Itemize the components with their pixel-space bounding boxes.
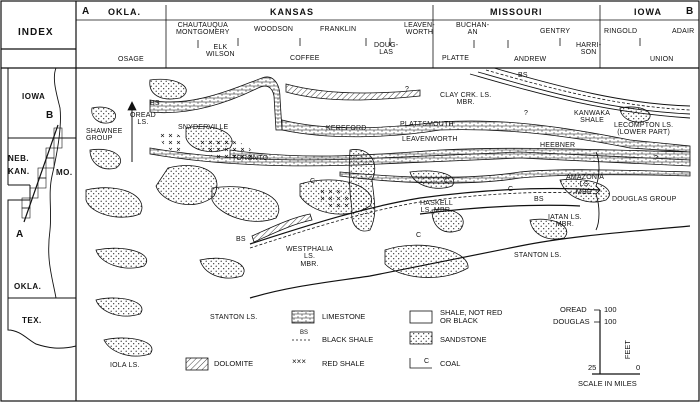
- label-bs-4: BS: [236, 236, 246, 243]
- index-map: [1, 48, 77, 349]
- coal-swatch: [409, 358, 432, 369]
- label-douglas-group: DOUGLAS GROUP: [612, 196, 677, 203]
- county-adair: ADAIR: [672, 28, 695, 35]
- label-haskell: HASKELL LS. MBR.: [420, 200, 453, 215]
- label-question-3: ?: [654, 155, 659, 162]
- legend-coal: COAL: [440, 359, 461, 368]
- label-bs-3: BS: [534, 196, 544, 203]
- label-leavenworth: LEAVENWORTH: [402, 136, 458, 143]
- label-lecompton: LECOMPTON LS. (LOWER PART): [614, 122, 674, 137]
- end-b-label: B: [686, 6, 695, 17]
- label-plattsmouth: PLATTSMOUTH: [400, 121, 454, 128]
- label-clay-creek: CLAY CRK. LS. MBR.: [440, 92, 492, 107]
- legend-red-shale: RED SHALE: [322, 359, 365, 368]
- end-a-label: A: [82, 6, 91, 17]
- index-label-mo: MO.: [56, 168, 73, 177]
- state-kansas: KANSAS: [270, 7, 315, 17]
- label-question-2: ?: [524, 110, 529, 117]
- county-elk: ELK WILSON: [206, 44, 235, 59]
- label-westphalia: WESTPHALIA LS. MBR.: [286, 246, 334, 268]
- state-okla: OKLA.: [108, 7, 141, 17]
- county-ticks: [197, 38, 641, 48]
- scale-100-douglas: 100: [604, 317, 617, 326]
- county-osage: OSAGE: [118, 56, 144, 63]
- county-franklin: FRANKLIN: [320, 26, 357, 33]
- county-harrison: HARRI- SON: [576, 42, 602, 57]
- scale-feet: FEET: [623, 340, 632, 360]
- county-buchanan: BUCHAN- AN: [456, 22, 490, 37]
- scale-25: 25: [588, 363, 597, 372]
- label-snyderville: SNYDERVILLE: [178, 124, 229, 131]
- state-missouri: MISSOURI: [490, 7, 543, 17]
- scale-0: 0: [636, 363, 641, 372]
- label-amazonia: AMAZONIA LS. MBR.: [566, 174, 605, 196]
- label-bs-2: BS: [518, 72, 528, 79]
- dolomite-swatch: [185, 357, 209, 371]
- county-woodson: WOODSON: [254, 26, 294, 33]
- index-label-okla: OKLA.: [14, 282, 42, 291]
- index-label-kan: KAN.: [8, 167, 30, 176]
- index-label-a: A: [16, 229, 24, 240]
- label-stanton-left: STANTON LS.: [210, 314, 258, 321]
- label-heebner: HEEBNER: [540, 142, 576, 149]
- county-gentry: GENTRY: [540, 28, 571, 35]
- county-ringold: RINGOLD: [604, 28, 638, 35]
- label-kereford: KEREFORD: [326, 125, 367, 132]
- legend-c-swatch: C: [424, 358, 430, 365]
- label-bs-1: BS: [150, 100, 160, 107]
- county-douglas: DOUG- LAS: [374, 42, 399, 57]
- legend: [185, 309, 640, 375]
- limestone-swatch: [291, 310, 315, 324]
- legend-black-shale: BLACK SHALE: [322, 335, 374, 344]
- index-label-tex: TEX.: [22, 316, 42, 325]
- county-leavenworth: LEAVEN- WORTH: [404, 22, 435, 37]
- label-iola: IOLA LS.: [110, 362, 140, 369]
- cross-section: [85, 67, 691, 357]
- county-coffee: COFFEE: [290, 55, 320, 62]
- scale-in-miles: SCALE IN MILES: [578, 379, 637, 388]
- legend-limestone: LIMESTONE: [322, 312, 366, 321]
- label-coal-1: C: [310, 178, 316, 185]
- label-coal-4: C: [416, 232, 422, 239]
- index-label-iowa: IOWA: [22, 92, 46, 101]
- label-iatan: IATAN LS. MBR.: [548, 214, 582, 229]
- label-question-1: ?: [405, 86, 410, 93]
- oread-fold: [149, 76, 283, 131]
- index-label-neb: NEB.: [8, 154, 30, 163]
- scale-douglas: DOUGLAS: [553, 317, 590, 326]
- index-title: INDEX: [18, 27, 54, 38]
- label-shawnee-group: SHAWNEE GROUP: [86, 128, 123, 143]
- state-iowa: IOWA: [634, 7, 662, 17]
- label-stanton-right: STANTON LS.: [514, 252, 562, 259]
- label-oread: OREAD LS.: [130, 112, 156, 127]
- legend-bs-swatch-text: BS: [300, 330, 309, 336]
- legend-dolomite: DOLOMITE: [214, 359, 254, 368]
- county-chautauqua: CHAUTAUQUA MONTGOMERY: [176, 22, 230, 37]
- sandstone-swatch: [409, 331, 433, 345]
- shale-swatch: [409, 310, 433, 324]
- county-platte: PLATTE: [442, 55, 470, 62]
- label-coal-3: C: [508, 186, 514, 193]
- county-union: UNION: [650, 56, 674, 63]
- label-toronto: TORONTO: [232, 155, 269, 162]
- legend-xxx-swatch: ×××: [292, 357, 307, 366]
- legend-shale-not-red: SHALE, NOT RED OR BLACK: [440, 308, 503, 326]
- index-label-b: B: [46, 110, 54, 121]
- scale-oread: OREAD: [560, 305, 587, 314]
- county-andrew: ANDREW: [514, 56, 547, 63]
- label-coal-2: C: [444, 178, 450, 185]
- label-kanwaka: KANWAKA SHALE: [574, 110, 611, 125]
- lecompton-dolomite: [285, 83, 421, 101]
- legend-sandstone: SANDSTONE: [440, 335, 487, 344]
- scale-100-oread: 100: [604, 305, 617, 314]
